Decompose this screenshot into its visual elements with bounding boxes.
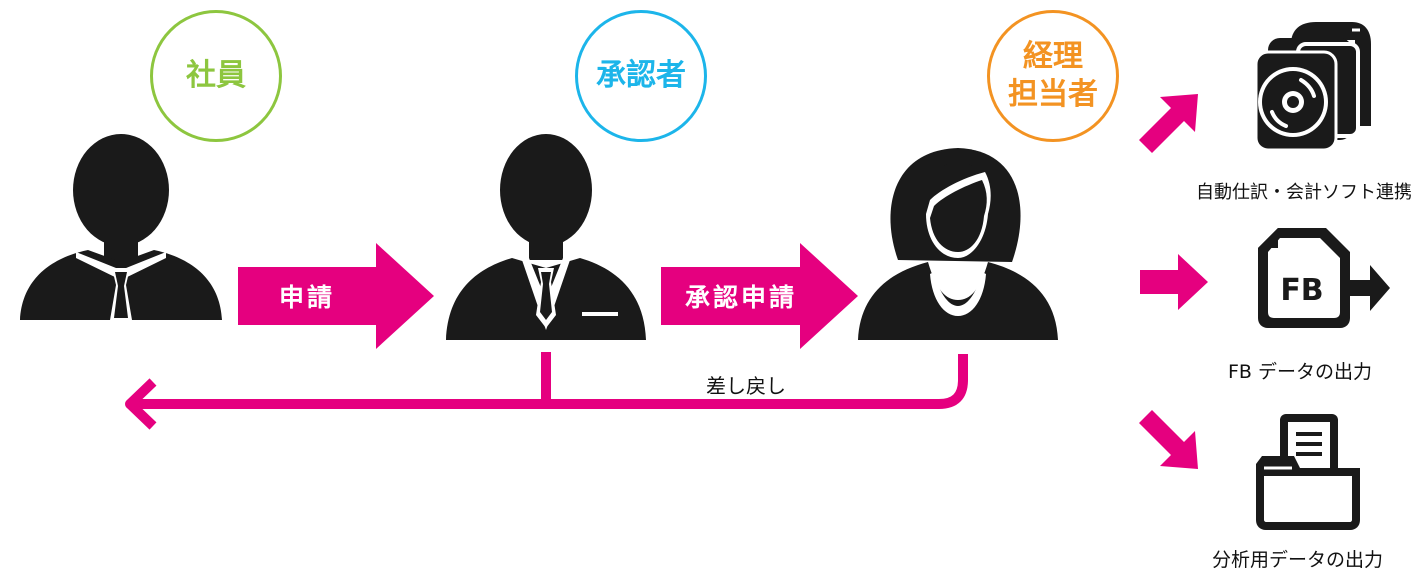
- accountant-role-circle: 経理 担当者: [987, 10, 1119, 142]
- approver-role-circle: 承認者: [575, 10, 707, 142]
- fb-file-export-icon: FB: [1258, 228, 1390, 328]
- employee-role-circle: 社員: [150, 10, 282, 142]
- output-label-fb: FB データの出力: [1228, 361, 1373, 383]
- output-arrow-down: [1139, 410, 1198, 469]
- approver-role-label: 承認者: [596, 58, 686, 93]
- accountant-role-label: 経理 担当者: [1008, 39, 1098, 112]
- employee-person-icon: [20, 134, 222, 320]
- request-arrow: [238, 243, 434, 349]
- output-arrow-up: [1139, 94, 1198, 153]
- approver-person-icon: [446, 134, 646, 340]
- output-label-accounting: 自動仕訳・会計ソフト連携: [1196, 182, 1412, 203]
- output-label-analysis: 分析用データの出力: [1212, 549, 1384, 571]
- document-tray-icon: [1256, 414, 1360, 530]
- request-label: 申請: [278, 283, 335, 312]
- employee-role-label: 社員: [186, 58, 246, 93]
- disc-software-icon: [1254, 22, 1371, 152]
- send-back-arrow: [125, 352, 968, 430]
- accountant-person-icon: [858, 148, 1058, 340]
- output-arrow-right: [1140, 254, 1208, 310]
- send-back-label: 差し戻し: [706, 374, 786, 398]
- approval-request-label: 承認申請: [684, 283, 797, 312]
- fb-icon-text: FB: [1280, 273, 1323, 308]
- approval-request-arrow: [661, 243, 858, 349]
